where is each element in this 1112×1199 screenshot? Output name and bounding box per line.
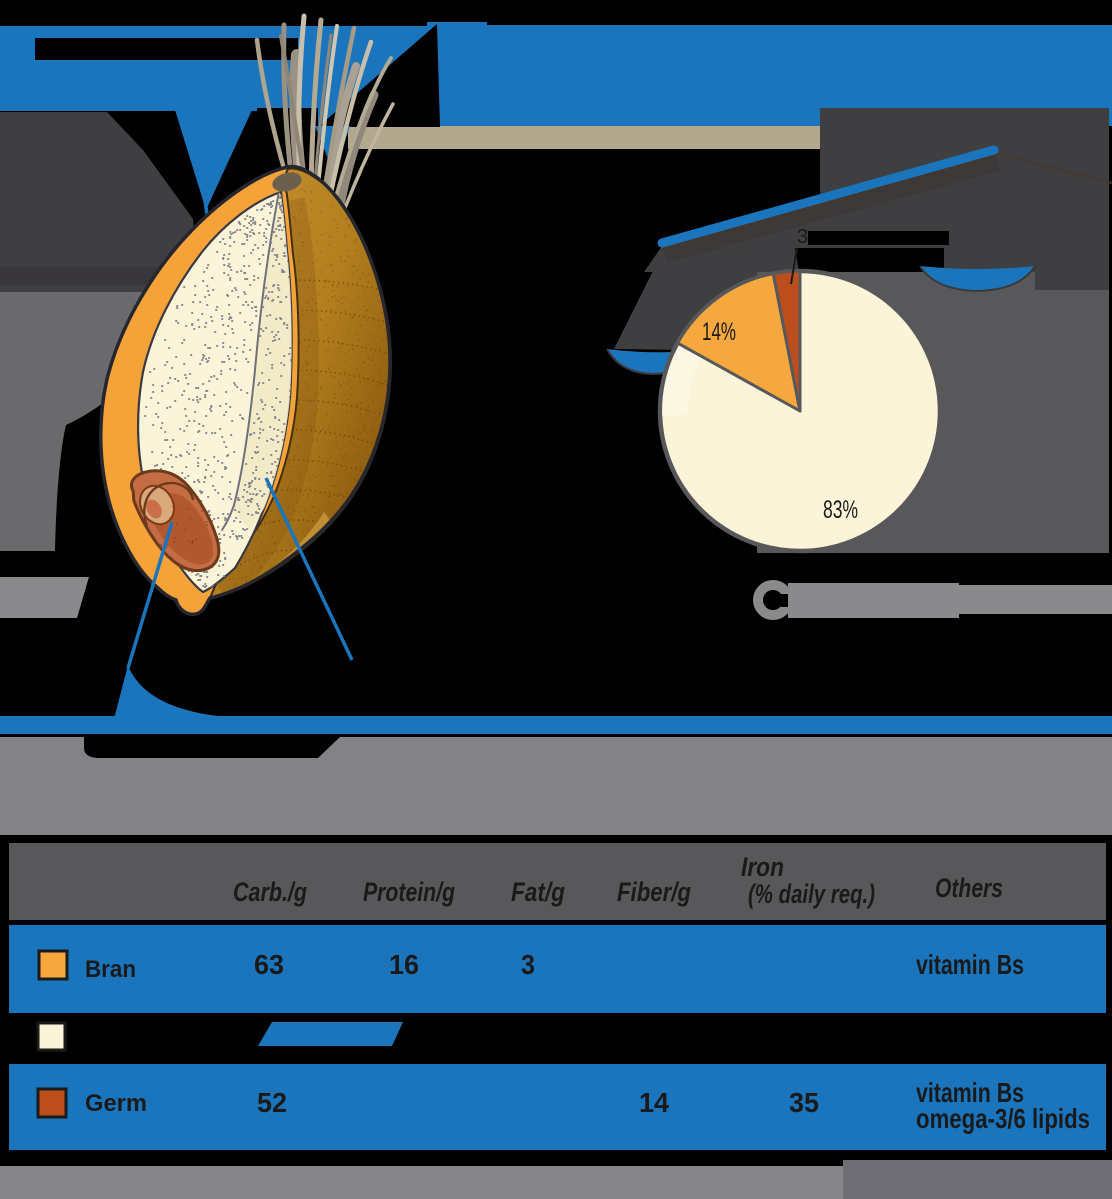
svg-text:14: 14 (639, 1087, 669, 1118)
svg-text:83%: 83% (823, 496, 858, 524)
svg-text:35: 35 (789, 1087, 819, 1118)
svg-text:omega-3/6 lipids: omega-3/6 lipids (916, 1103, 1090, 1134)
svg-text:Fiber/g: Fiber/g (617, 877, 691, 907)
svg-text:Bran: Bran (85, 956, 136, 983)
svg-text:Others: Others (935, 873, 1003, 903)
svg-text:Fat/g: Fat/g (511, 877, 565, 907)
svg-text:16: 16 (389, 949, 419, 980)
svg-text:Protein/g: Protein/g (363, 877, 455, 907)
svg-text:(% daily req.): (% daily req.) (748, 879, 875, 909)
svg-text:52: 52 (257, 1087, 287, 1118)
svg-text:vitamin Bs: vitamin Bs (916, 1077, 1024, 1108)
svg-text:3: 3 (521, 949, 535, 980)
svg-text:3: 3 (797, 226, 808, 248)
svg-text:63: 63 (254, 949, 284, 980)
svg-text:Carb./g: Carb./g (233, 877, 307, 907)
svg-text:14%: 14% (702, 318, 736, 346)
svg-text:vitamin Bs: vitamin Bs (916, 949, 1024, 980)
svg-text:Germ: Germ (85, 1090, 147, 1117)
svg-text:Iron: Iron (741, 852, 784, 882)
